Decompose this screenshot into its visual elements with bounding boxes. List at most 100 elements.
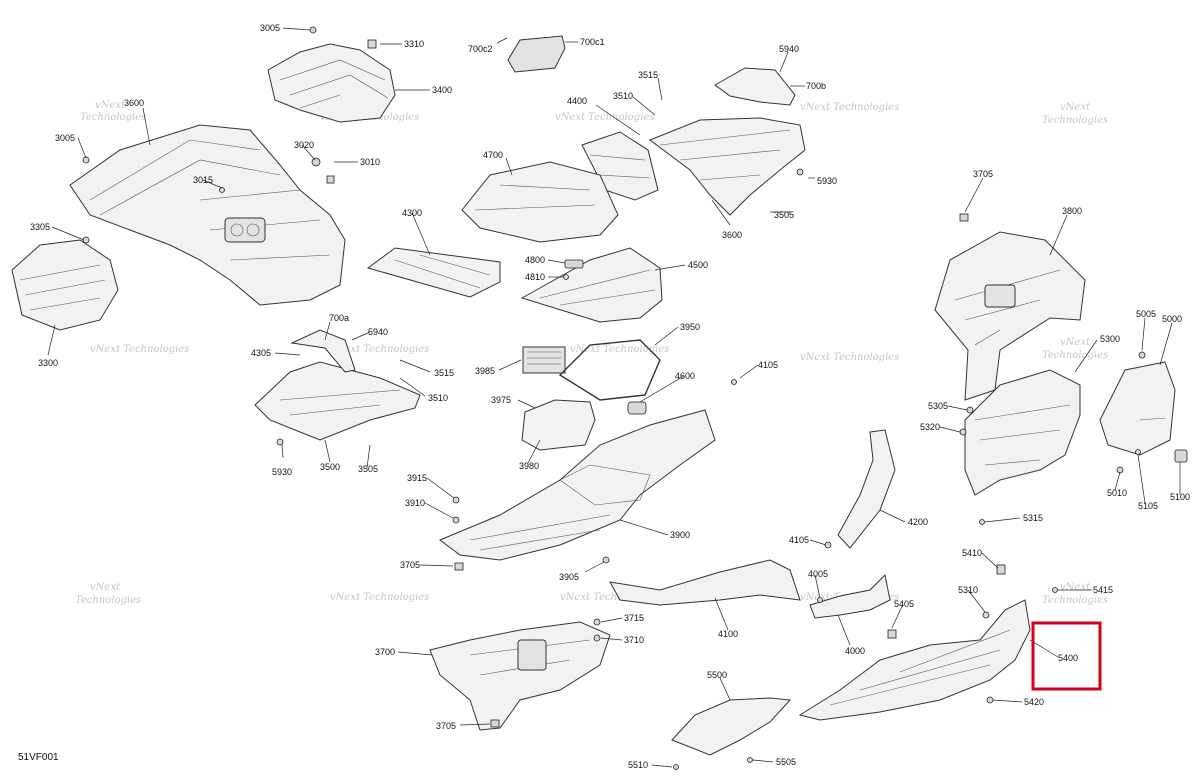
part-3975-storage-bin[interactable] bbox=[521, 399, 596, 451]
part-3600-front-frame[interactable] bbox=[69, 124, 346, 306]
hardware-3705[interactable] bbox=[959, 213, 969, 222]
hardware-3015[interactable] bbox=[219, 187, 225, 193]
part-3900-center-console[interactable] bbox=[439, 409, 716, 561]
hardware-4005[interactable] bbox=[817, 597, 823, 603]
callout-label: 3505 bbox=[774, 210, 794, 220]
callout-label: 5410 bbox=[962, 548, 982, 558]
callout-label: 5300 bbox=[1100, 334, 1120, 344]
hardware-4105[interactable] bbox=[731, 379, 832, 549]
hardware-5505[interactable] bbox=[747, 757, 753, 763]
hardware-3705c[interactable] bbox=[490, 719, 500, 728]
part-3950-seal[interactable] bbox=[558, 339, 661, 401]
part-3600-side-panel[interactable] bbox=[648, 117, 806, 216]
callout-label: 3705 bbox=[436, 721, 456, 731]
part-4300-mat[interactable] bbox=[366, 247, 501, 298]
callout-label: 3710 bbox=[624, 635, 644, 645]
part-4500-tray[interactable] bbox=[520, 247, 663, 323]
part-3800-console[interactable] bbox=[934, 231, 1086, 401]
callout-label: 5310 bbox=[958, 585, 978, 595]
hardware-5930[interactable] bbox=[276, 168, 804, 446]
part-4600-clip[interactable] bbox=[627, 401, 647, 415]
hardware-5105[interactable] bbox=[1135, 449, 1141, 455]
callout-label: 4700 bbox=[483, 150, 503, 160]
hardware-4810[interactable] bbox=[563, 274, 569, 280]
callout-label: 4600 bbox=[675, 371, 695, 381]
hardware-3915[interactable] bbox=[452, 496, 460, 504]
hardware-5305[interactable] bbox=[966, 406, 974, 414]
watermark: vNext Technologies bbox=[800, 352, 899, 363]
callout-label: 5320 bbox=[920, 422, 940, 432]
callout-label: 3800 bbox=[1062, 206, 1082, 216]
callout-label: 4000 bbox=[845, 646, 865, 656]
part-700b-mirror-mount[interactable] bbox=[714, 67, 796, 106]
part-700a-mirror[interactable] bbox=[290, 329, 356, 373]
hardware-3010[interactable] bbox=[326, 175, 335, 184]
part-4700-storage-lid[interactable] bbox=[461, 161, 619, 243]
hardware-5415[interactable] bbox=[1052, 587, 1058, 593]
part-3300-side-module[interactable] bbox=[11, 239, 119, 331]
callout-label: 700a bbox=[329, 313, 349, 323]
callout-label: 3975 bbox=[491, 395, 511, 405]
watermark: Technologies bbox=[75, 595, 141, 606]
hardware-5100[interactable] bbox=[1174, 449, 1188, 463]
hardware-5405[interactable] bbox=[887, 629, 897, 639]
hardware-5005[interactable] bbox=[1138, 351, 1146, 359]
callout-label: 5010 bbox=[1107, 488, 1127, 498]
hardware-3905[interactable] bbox=[602, 556, 610, 564]
highlight-box[interactable] bbox=[1031, 621, 1102, 691]
callout-label: 3915 bbox=[407, 473, 427, 483]
part-5300-console[interactable] bbox=[964, 369, 1081, 496]
part-5000-lid[interactable] bbox=[1099, 361, 1176, 456]
callout-label: 3020 bbox=[294, 140, 314, 150]
leader-lines bbox=[47, 27, 1181, 768]
callout-label: 5510 bbox=[628, 760, 648, 770]
callout-label: 4005 bbox=[808, 569, 828, 579]
hardware-3705b[interactable] bbox=[454, 562, 464, 571]
callout-label: 3905 bbox=[559, 572, 579, 582]
hardware-5410[interactable] bbox=[996, 564, 1006, 575]
callout-label: 5005 bbox=[1136, 309, 1156, 319]
callout-label: 5940 bbox=[368, 327, 388, 337]
watermark: vNext Technologies bbox=[570, 344, 669, 355]
watermark: vNext bbox=[95, 100, 126, 111]
hardware-3910[interactable] bbox=[452, 516, 460, 524]
hardware-3715[interactable] bbox=[593, 618, 601, 626]
part-3500-dash-panel[interactable] bbox=[254, 361, 421, 441]
watermark: vNext Technologies bbox=[800, 102, 899, 113]
hardware-5310[interactable] bbox=[982, 611, 990, 619]
hardware-5320[interactable] bbox=[959, 428, 967, 436]
watermark: vNext Technologies bbox=[90, 344, 189, 355]
hardware-4800[interactable] bbox=[564, 259, 584, 269]
part-4200-side-trim[interactable] bbox=[837, 429, 896, 549]
part-3700-lower-module[interactable] bbox=[429, 621, 611, 731]
hardware-5420[interactable] bbox=[986, 696, 994, 704]
callout-label: 3300 bbox=[38, 358, 58, 368]
callout-label: 700c2 bbox=[468, 44, 493, 54]
hardware-3020[interactable] bbox=[311, 157, 321, 167]
callout-label: 3705 bbox=[973, 169, 993, 179]
part-3400-gauge-housing[interactable] bbox=[267, 43, 396, 123]
part-700c1-mirror[interactable] bbox=[507, 35, 566, 73]
callout-label: 3715 bbox=[624, 613, 644, 623]
part-5400-floor-panel[interactable] bbox=[798, 599, 1031, 721]
callout-label: 4400 bbox=[567, 96, 587, 106]
part-5500-bracket[interactable] bbox=[671, 697, 792, 756]
part-3985-filter[interactable] bbox=[522, 346, 566, 374]
callout-label: 5305 bbox=[928, 401, 948, 411]
part-4100-floor-trim[interactable] bbox=[609, 559, 801, 606]
callout-label: 3705 bbox=[400, 560, 420, 570]
hardware-3710[interactable] bbox=[593, 634, 601, 642]
hardware-5510[interactable] bbox=[673, 764, 679, 770]
hardware-3310[interactable] bbox=[367, 39, 377, 49]
callout-label: 5930 bbox=[272, 467, 292, 477]
hardware-3305[interactable] bbox=[82, 236, 90, 244]
hardware-5315[interactable] bbox=[979, 519, 985, 525]
part-4000-bracket[interactable] bbox=[809, 573, 891, 619]
callout-label: 3515 bbox=[638, 70, 658, 80]
callout-label: 3015 bbox=[193, 175, 213, 185]
callout-label: 5100 bbox=[1170, 492, 1190, 502]
callout-label: 3305 bbox=[30, 222, 50, 232]
callout-label: 5500 bbox=[707, 670, 727, 680]
callout-label: 3600 bbox=[722, 230, 742, 240]
